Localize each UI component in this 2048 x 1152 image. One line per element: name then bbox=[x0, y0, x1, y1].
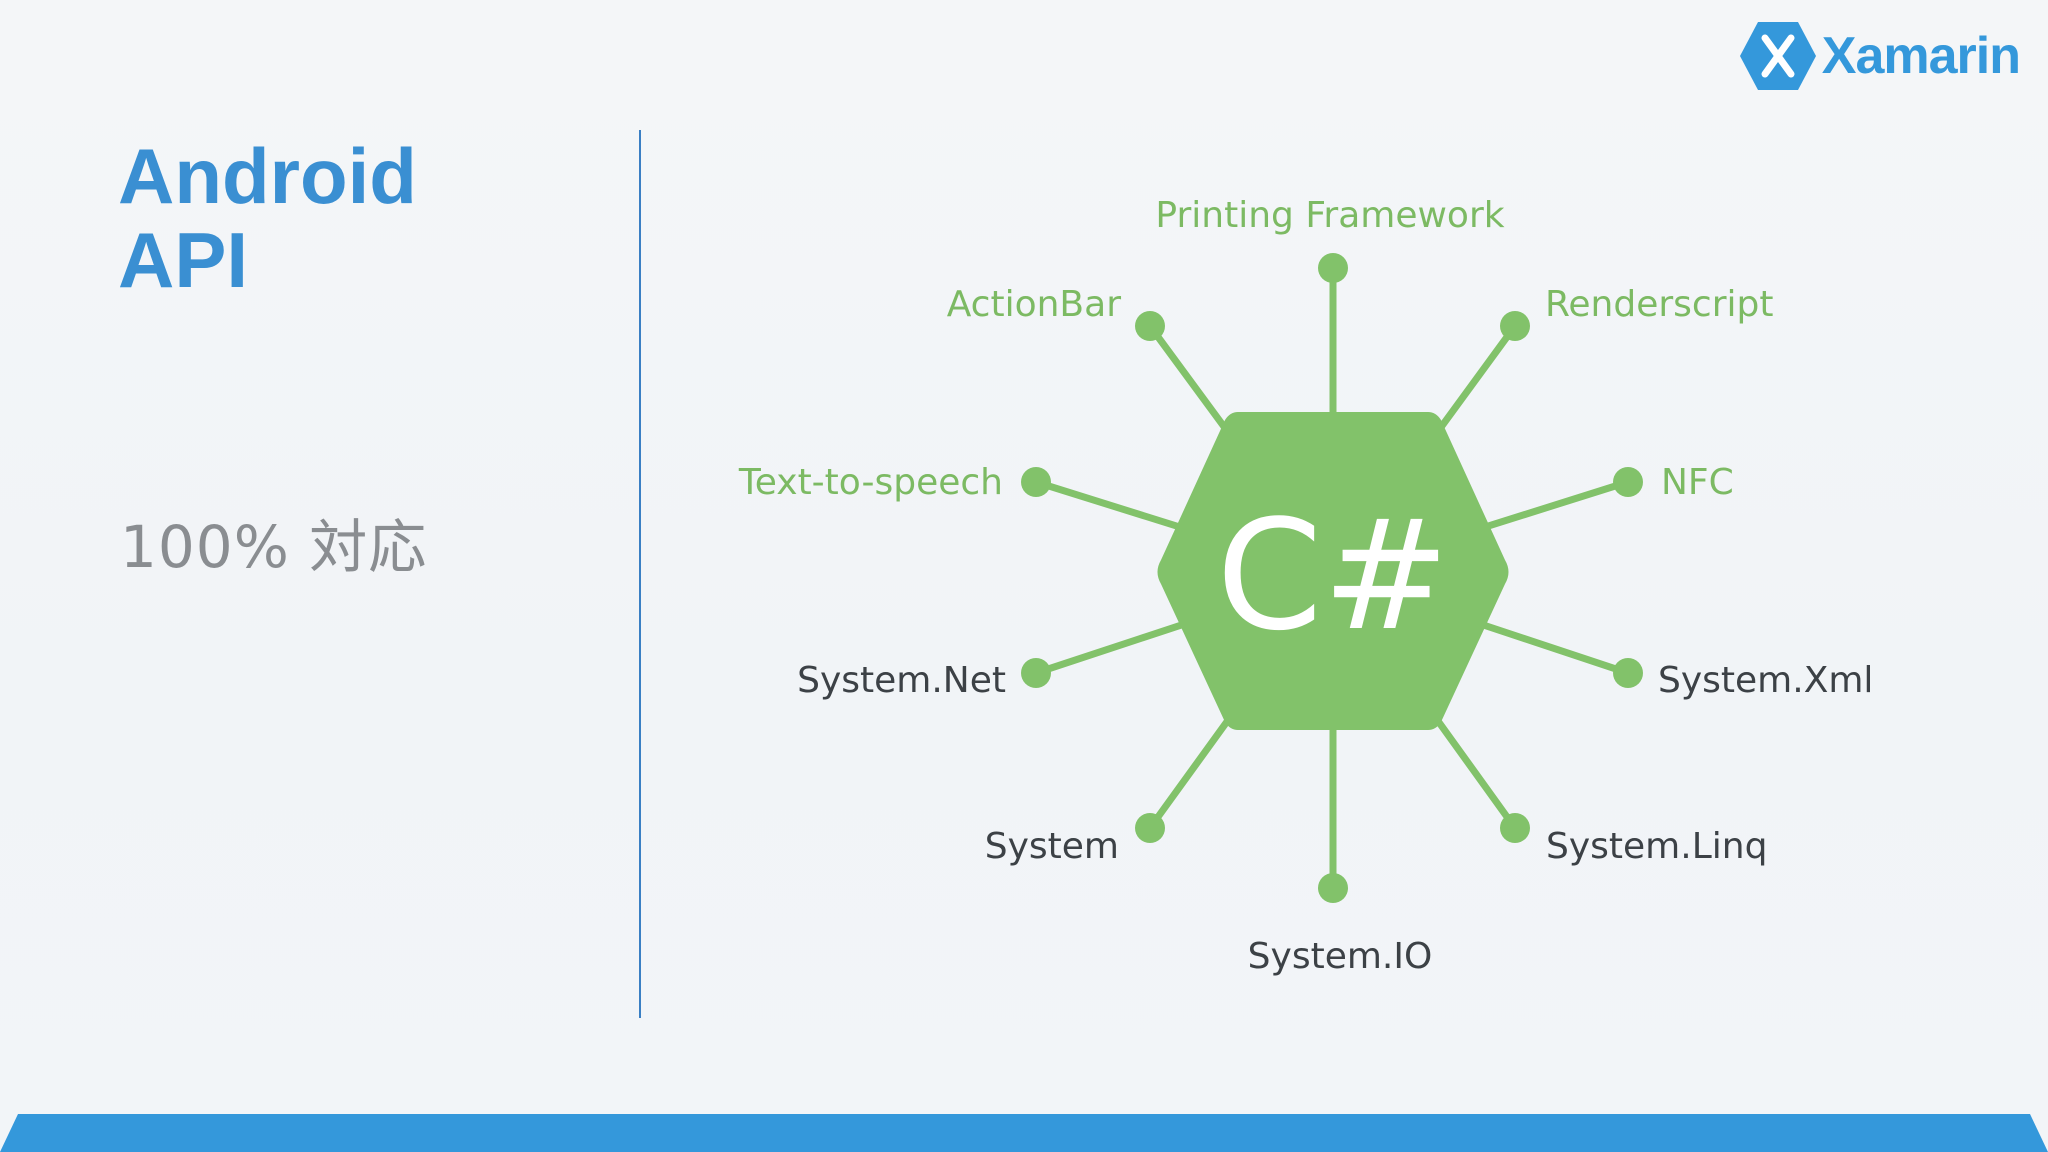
endpoint-renderscript bbox=[1500, 311, 1530, 341]
label-text-to-speech: Text-to-speech bbox=[738, 462, 1003, 503]
xamarin-logo: Xamarin bbox=[1738, 20, 2021, 92]
endpoint-system-linq bbox=[1500, 813, 1530, 843]
endpoint-system-io bbox=[1318, 873, 1348, 903]
vertical-divider bbox=[639, 130, 641, 1018]
label-renderscript: Renderscript bbox=[1545, 284, 1773, 325]
slide-title: Android API bbox=[118, 134, 417, 302]
label-actionbar: ActionBar bbox=[947, 284, 1122, 325]
label-nfc: NFC bbox=[1661, 462, 1734, 503]
endpoint-system-xml bbox=[1613, 658, 1643, 688]
endpoint-nfc bbox=[1613, 467, 1643, 497]
label-system-linq: System.Linq bbox=[1546, 826, 1767, 867]
label-system-xml: System.Xml bbox=[1658, 660, 1873, 701]
xamarin-wordmark: Xamarin bbox=[1821, 27, 2021, 85]
endpoint-system-net bbox=[1021, 658, 1051, 688]
title-line-2: API bbox=[118, 216, 249, 304]
endpoint-actionbar bbox=[1135, 311, 1165, 341]
csharp-hexagon bbox=[1157, 412, 1509, 730]
label-system-io: System.IO bbox=[1248, 936, 1433, 977]
label-system: System bbox=[985, 826, 1119, 867]
xamarin-hexagon-icon bbox=[1739, 22, 1816, 90]
title-line-1: Android bbox=[118, 132, 417, 220]
csharp-label: C# bbox=[1216, 487, 1450, 664]
compatibility-text: 100% 対応 bbox=[120, 513, 428, 581]
endpoint-printing-framework bbox=[1318, 253, 1348, 283]
endpoint-system bbox=[1135, 813, 1165, 843]
label-system-net: System.Net bbox=[797, 660, 1006, 701]
bottom-accent-bar bbox=[0, 1114, 2048, 1152]
label-printing-framework: Printing Framework bbox=[1155, 195, 1504, 236]
endpoint-text-to-speech bbox=[1021, 467, 1051, 497]
spoke-endpoints bbox=[1021, 253, 1643, 903]
